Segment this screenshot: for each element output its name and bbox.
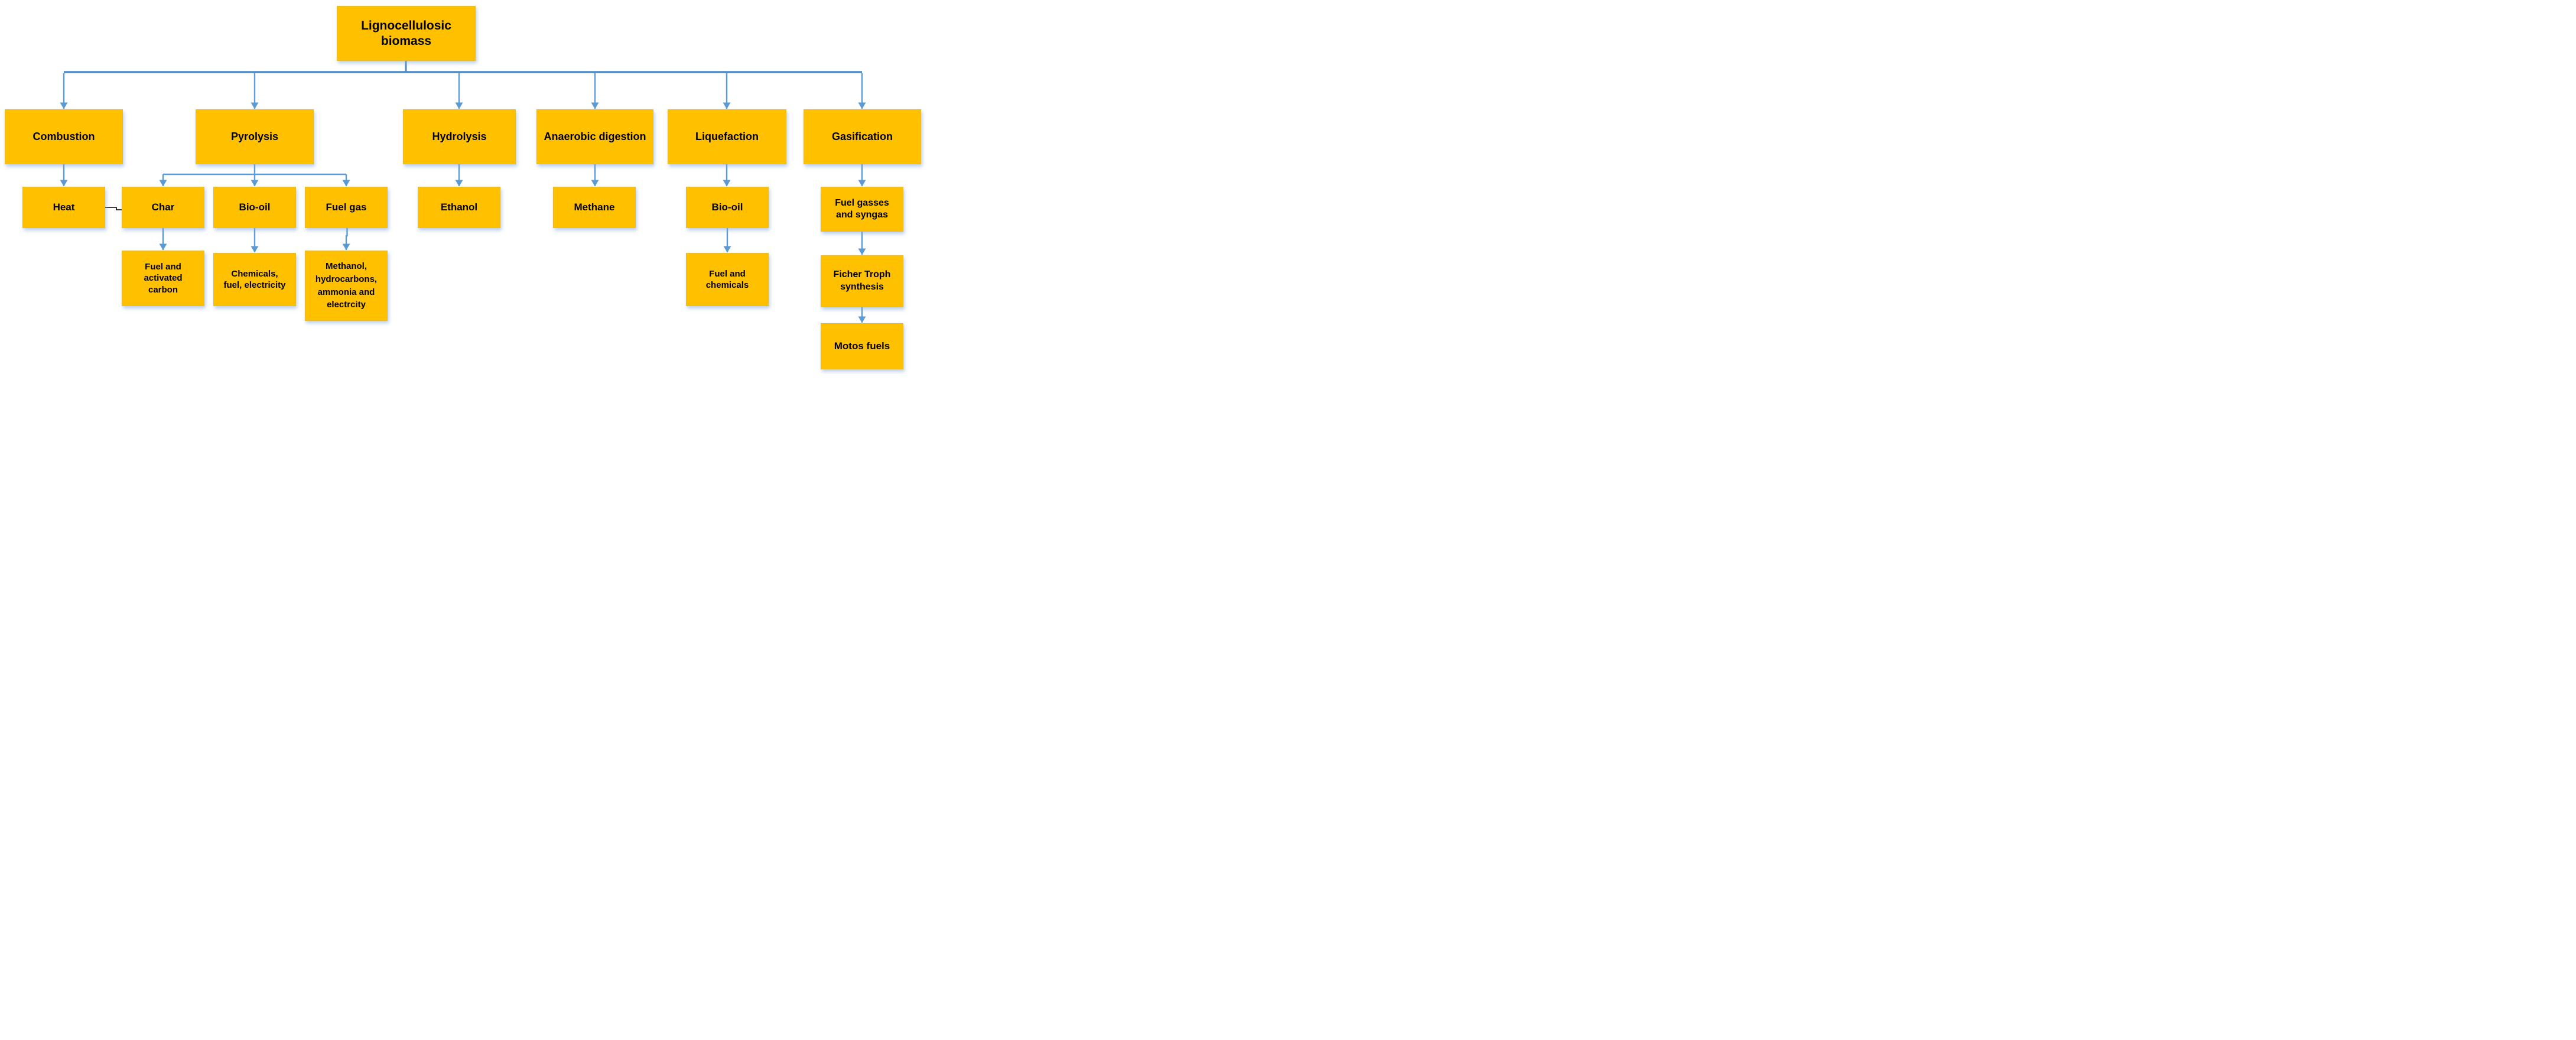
edge-fuel-gas-methanol — [342, 228, 350, 251]
node-methanol-hydrocarbons-ammonia-electricity: Methanol, hydrocarbons, ammonia and elec… — [305, 251, 388, 321]
edge-heat-char-link — [105, 207, 122, 210]
node-ficher-troph-synthesis: Ficher Troph synthesis — [821, 255, 903, 307]
node-combustion: Combustion — [5, 109, 123, 164]
biomass-flowchart: Lignocellulosic biomass Combustion Pyrol… — [0, 0, 926, 374]
node-fuel-gas: Fuel gas — [305, 187, 388, 228]
node-char: Char — [122, 187, 204, 228]
node-lignocellulosic-biomass: Lignocellulosic biomass — [337, 6, 476, 61]
node-anaerobic-digestion: Anaerobic digestion — [536, 109, 653, 164]
node-motos-fuels: Motos fuels — [821, 323, 903, 369]
node-heat: Heat — [22, 187, 105, 228]
node-chemicals-fuel-electricity: Chemicals, fuel, electricity — [213, 253, 296, 306]
node-methane: Methane — [553, 187, 636, 228]
node-hydrolysis: Hydrolysis — [403, 109, 516, 164]
node-bio-oil-liquefaction: Bio-oil — [686, 187, 769, 228]
node-pyrolysis: Pyrolysis — [196, 109, 314, 164]
node-fuel-gasses-and-syngas: Fuel gasses and syngas — [821, 187, 903, 232]
connector-layer — [60, 61, 866, 323]
node-fuel-and-activated-carbon: Fuel and activated carbon — [122, 251, 204, 306]
node-fuel-and-chemicals: Fuel and chemicals — [686, 253, 769, 306]
node-gasification: Gasification — [804, 109, 921, 164]
node-liquefaction: Liquefaction — [668, 109, 786, 164]
node-ethanol: Ethanol — [418, 187, 500, 228]
node-bio-oil: Bio-oil — [213, 187, 296, 228]
